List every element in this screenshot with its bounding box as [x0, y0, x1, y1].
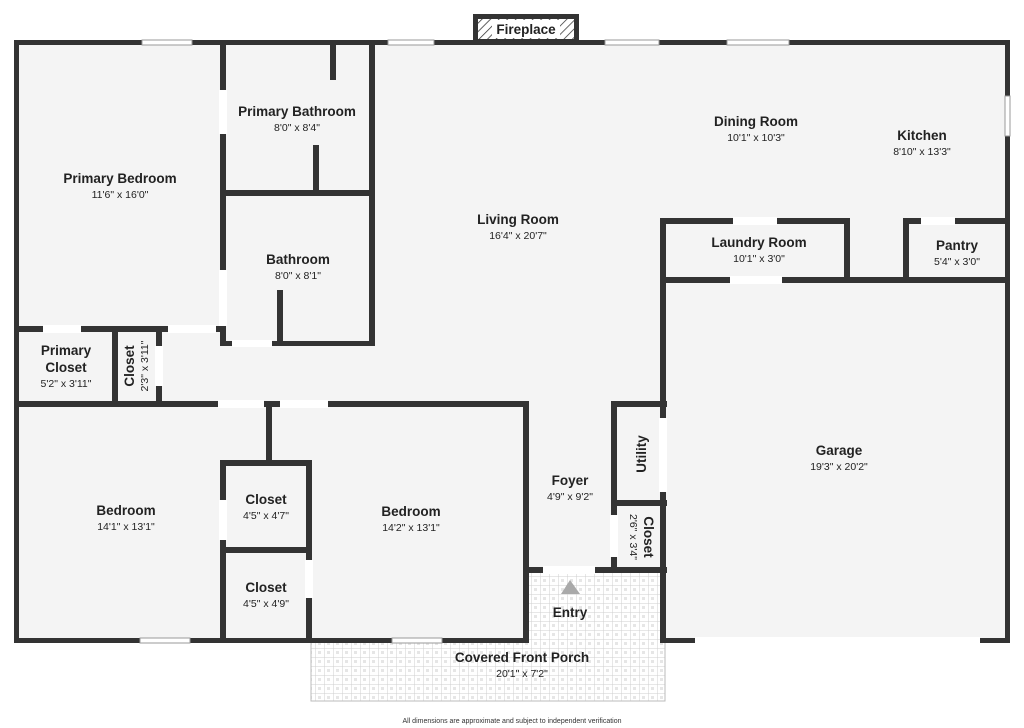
room-utility: Utility	[634, 435, 649, 473]
svg-text:16'4" x 20'7": 16'4" x 20'7"	[489, 230, 547, 242]
svg-text:Closet: Closet	[641, 516, 656, 558]
svg-text:Dining Room: Dining Room	[714, 114, 798, 129]
svg-text:Kitchen: Kitchen	[897, 128, 947, 143]
svg-text:8'10" x 13'3": 8'10" x 13'3"	[893, 146, 951, 158]
room-primary-bathroom: Primary Bathroom 8'0" x 8'4"	[238, 104, 356, 134]
room-entry: Entry	[553, 605, 588, 620]
room-closet-lower: Closet 4'5" x 4'9"	[243, 580, 289, 610]
room-dining-room: Dining Room 10'1" x 10'3"	[714, 114, 798, 144]
svg-text:Closet: Closet	[245, 580, 287, 595]
svg-text:10'1" x 3'0": 10'1" x 3'0"	[733, 253, 785, 265]
svg-text:Closet: Closet	[122, 345, 137, 387]
svg-text:Living Room: Living Room	[477, 212, 559, 227]
svg-text:Bedroom: Bedroom	[96, 503, 155, 518]
room-covered-front-porch: Covered Front Porch 20'1" x 7'2"	[455, 650, 589, 680]
room-garage: Garage 19'3" x 20'2"	[810, 443, 868, 473]
svg-text:4'5" x 4'7": 4'5" x 4'7"	[243, 510, 289, 522]
svg-text:Laundry Room: Laundry Room	[711, 235, 806, 250]
svg-text:Bathroom: Bathroom	[266, 252, 330, 267]
svg-text:Covered Front Porch: Covered Front Porch	[455, 650, 589, 665]
house-floor	[16, 42, 1008, 642]
room-primary-bedroom: Primary Bedroom 11'6" x 16'0"	[63, 171, 176, 201]
svg-text:19'3" x 20'2": 19'3" x 20'2"	[810, 461, 868, 473]
svg-text:10'1" x 10'3": 10'1" x 10'3"	[727, 132, 785, 144]
fireplace: Fireplace	[473, 14, 579, 44]
svg-text:5'2" x 3'11": 5'2" x 3'11"	[41, 378, 92, 390]
svg-text:Bedroom: Bedroom	[381, 504, 440, 519]
room-foyer: Foyer 4'9" x 9'2"	[547, 473, 593, 503]
svg-text:2'6" x 3'4": 2'6" x 3'4"	[627, 514, 639, 560]
room-bathroom: Bathroom 8'0" x 8'1"	[266, 252, 330, 282]
footer-disclaimer: All dimensions are approximate and subje…	[402, 718, 621, 725]
svg-text:20'1" x 7'2": 20'1" x 7'2"	[496, 668, 548, 680]
svg-text:Closet: Closet	[245, 492, 287, 507]
windows	[139, 39, 1011, 644]
room-closet-foyer: Closet 2'6" x 3'4"	[627, 514, 656, 560]
entry-floor	[528, 572, 665, 642]
svg-text:4'5" x 4'9": 4'5" x 4'9"	[243, 598, 289, 610]
porch-floor	[310, 640, 666, 702]
room-pantry: Pantry 5'4" x 3'0"	[934, 238, 980, 268]
room-laundry-room: Laundry Room 10'1" x 3'0"	[711, 235, 806, 265]
room-living-room: Living Room 16'4" x 20'7"	[477, 212, 559, 242]
svg-text:Garage: Garage	[816, 443, 863, 458]
entry-arrow-icon	[561, 580, 580, 594]
room-bedroom-left: Bedroom 14'1" x 13'1"	[96, 503, 155, 533]
svg-text:Primary Bedroom: Primary Bedroom	[63, 171, 176, 186]
svg-text:11'6" x 16'0": 11'6" x 16'0"	[92, 189, 149, 201]
svg-text:14'2" x 13'1": 14'2" x 13'1"	[382, 522, 440, 534]
room-kitchen: Kitchen 8'10" x 13'3"	[893, 128, 951, 158]
svg-text:Closet: Closet	[45, 360, 87, 375]
svg-text:8'0" x 8'4": 8'0" x 8'4"	[274, 122, 320, 134]
room-closet-small: Closet 2'3" x 3'11"	[122, 340, 151, 391]
svg-text:Primary Bathroom: Primary Bathroom	[238, 104, 356, 119]
door-openings	[43, 90, 980, 644]
svg-text:2'3" x 3'11": 2'3" x 3'11"	[139, 340, 151, 391]
svg-text:Entry: Entry	[553, 605, 588, 620]
svg-text:8'0" x 8'1": 8'0" x 8'1"	[275, 270, 321, 282]
svg-text:Foyer: Foyer	[552, 473, 590, 488]
room-bedroom-mid: Bedroom 14'2" x 13'1"	[381, 504, 440, 534]
svg-text:Pantry: Pantry	[936, 238, 979, 253]
svg-text:5'4" x 3'0": 5'4" x 3'0"	[934, 256, 980, 268]
svg-text:14'1" x 13'1": 14'1" x 13'1"	[97, 521, 155, 533]
svg-text:Utility: Utility	[634, 435, 649, 473]
room-closet-upper: Closet 4'5" x 4'7"	[243, 492, 289, 522]
fireplace-label: Fireplace	[496, 22, 556, 37]
svg-text:4'9" x 9'2": 4'9" x 9'2"	[547, 491, 593, 503]
svg-text:Primary: Primary	[41, 343, 92, 358]
room-primary-closet: Primary Closet 5'2" x 3'11"	[41, 343, 92, 390]
